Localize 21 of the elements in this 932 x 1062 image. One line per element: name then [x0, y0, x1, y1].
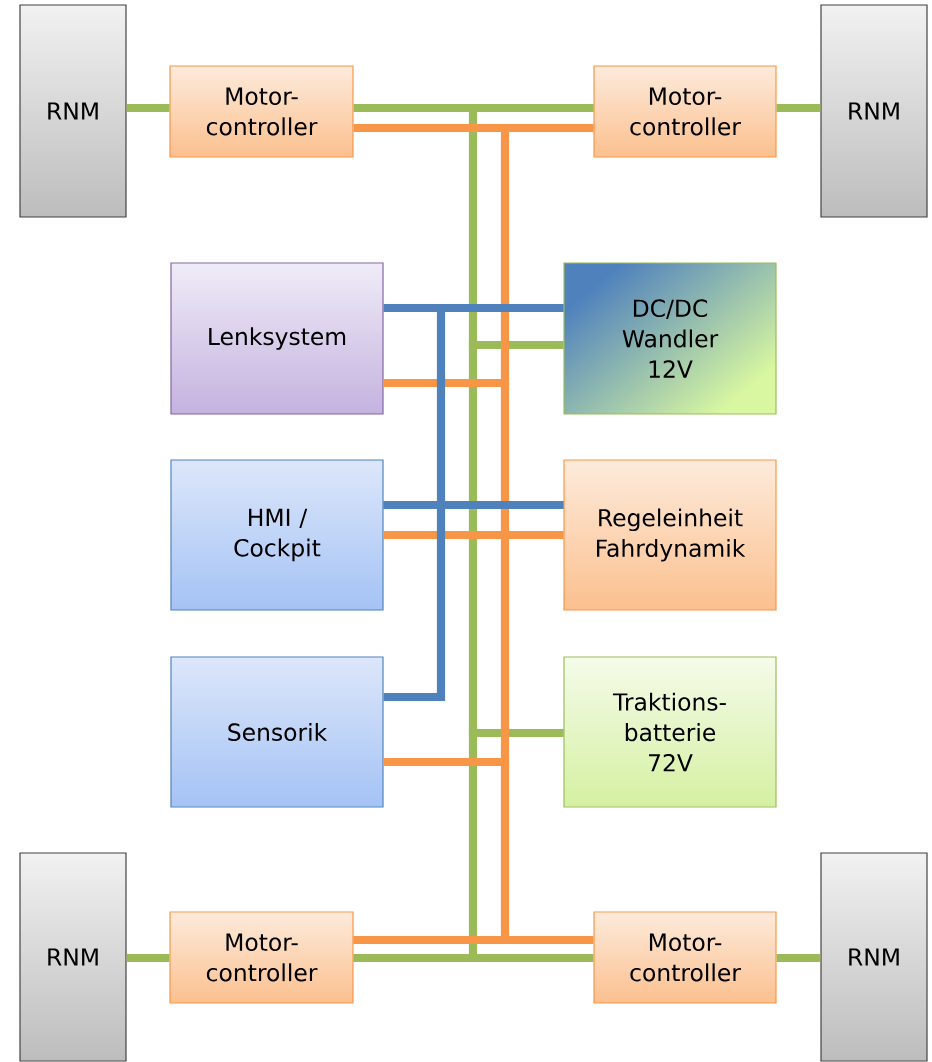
bus-line	[353, 935, 594, 945]
bus-line	[126, 953, 170, 963]
module-box: Regeleinheit Fahrdynamik	[563, 459, 777, 611]
bus-line	[126, 103, 170, 113]
bus-line	[776, 103, 821, 113]
controller-box: Motor- controller	[593, 65, 777, 158]
controller-box: Motor- controller	[169, 65, 354, 158]
module-box: DC/DC Wandler 12V	[563, 262, 777, 415]
module-box: Sensorik	[170, 656, 384, 808]
motor-box: RNM	[19, 852, 127, 1062]
motor-box: RNM	[19, 4, 127, 218]
module-box: HMI / Cockpit	[170, 459, 384, 611]
motor-box: RNM	[820, 852, 928, 1062]
motor-box: RNM	[820, 4, 928, 218]
bus-line	[353, 953, 594, 963]
controller-box: Motor- controller	[593, 911, 777, 1004]
controller-box: Motor- controller	[169, 911, 354, 1004]
bus-line	[776, 953, 821, 963]
module-box: Lenksystem	[170, 262, 384, 415]
bus-line	[383, 500, 564, 702]
module-box: Traktions- batterie 72V	[563, 656, 777, 808]
